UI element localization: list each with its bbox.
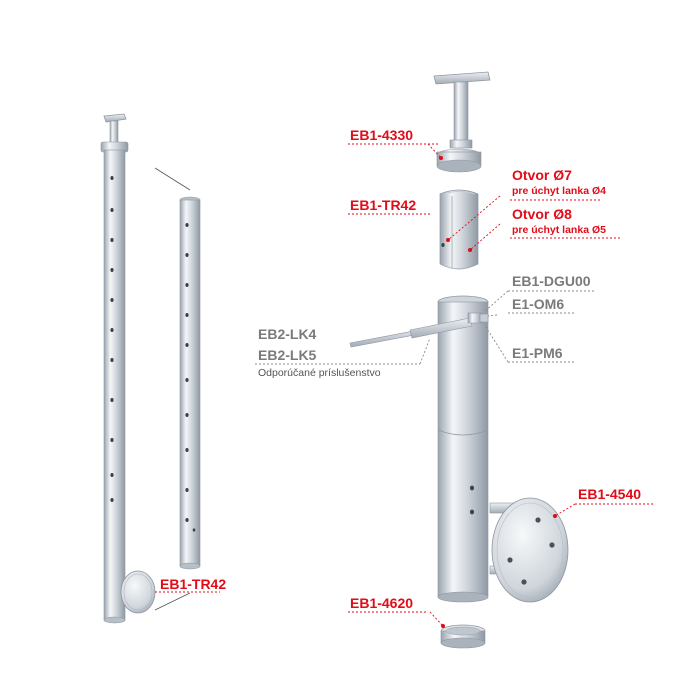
- left-post-tube: [103, 149, 126, 621]
- end-cap-part: [440, 624, 486, 649]
- label-end-cap: EB1-4620: [350, 595, 414, 611]
- label-lk4: EB2-LK4: [258, 326, 317, 342]
- gray-leader-lines: [255, 290, 595, 365]
- connector-line-top: [154, 167, 191, 191]
- label-top-tube: EB1-TR42: [350, 197, 417, 213]
- wall-flange-part: [489, 497, 569, 603]
- label-handrail-holder: EB1-4330: [350, 127, 414, 143]
- label-hole8-title: Otvor Ø8: [512, 206, 572, 222]
- label-hole7-title: Otvor Ø7: [512, 167, 572, 183]
- left-wall-flange: [120, 570, 156, 614]
- cable-tensioner-part: [349, 312, 489, 348]
- label-accessory-note: Odporúčané príslušenstvo: [258, 367, 381, 379]
- left-assembled-post: [100, 113, 156, 624]
- left-saddle-stem: [109, 120, 119, 144]
- main-tube-part: [437, 295, 489, 603]
- label-left-post: EB1-TR42: [160, 576, 227, 592]
- label-dgu: EB1-DGU00: [512, 273, 591, 289]
- label-pm6: E1-PM6: [512, 345, 563, 361]
- label-wall-flange: EB1-4540: [578, 486, 642, 502]
- label-lk5: EB2-LK5: [258, 347, 317, 363]
- left-post-holes: [110, 176, 114, 502]
- label-om6: E1-OM6: [512, 296, 565, 312]
- inner-tube: [179, 199, 201, 567]
- connector-line-bottom: [154, 592, 191, 611]
- red-leader-lines: [155, 143, 655, 627]
- left-handrail-saddle: [103, 113, 127, 123]
- label-hole8-sub: pre úchyt lanka Ø5: [512, 224, 606, 236]
- leader-dots: [439, 156, 557, 628]
- label-hole7-sub: pre úchyt lanka Ø4: [512, 185, 606, 197]
- left-post-bottom: [103, 616, 126, 624]
- inner-tube-detail: [154, 167, 201, 611]
- handrail-holder-part: [433, 71, 491, 173]
- inner-tube-holes: [185, 223, 196, 532]
- split-sleeve-part: [439, 189, 479, 270]
